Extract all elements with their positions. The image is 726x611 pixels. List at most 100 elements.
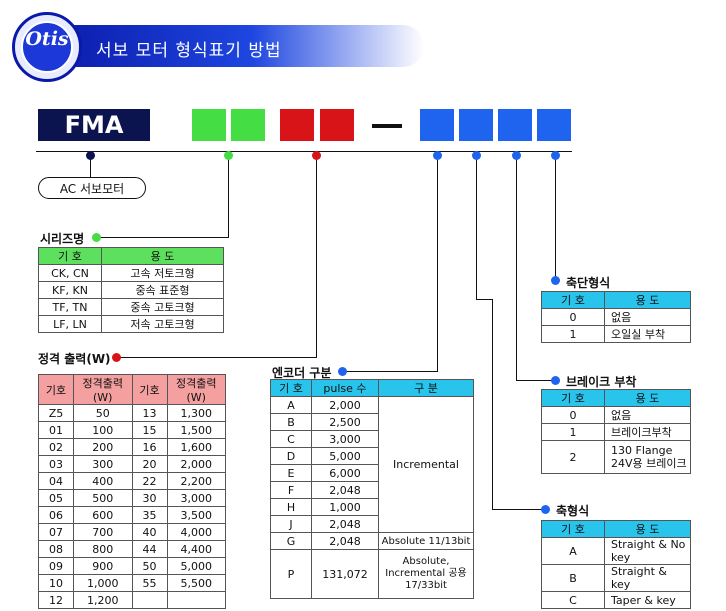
shaft-end-dot	[551, 151, 560, 160]
output-watt: 1,300	[166, 404, 226, 422]
output-code: 20	[131, 455, 168, 473]
output-watt: 500	[73, 489, 133, 507]
series-title-dot	[92, 233, 101, 242]
series-code: LF, LN	[38, 315, 102, 333]
output-watt: 700	[73, 523, 133, 541]
shaft-use: Straight & key	[604, 564, 691, 592]
brake-code: 2	[541, 440, 605, 474]
brake-header-use: 용 도	[604, 389, 691, 407]
header-banner: 서보 모터 형식표기 방법 Otis	[12, 12, 424, 82]
brake-use: 브레이크부착	[604, 423, 691, 441]
output-dot	[312, 151, 321, 160]
encoder-pulse: 2,500	[311, 413, 379, 431]
output-code: 15	[131, 421, 168, 439]
encoder-type: Absolute, Incremental 공용 17/33bit	[378, 549, 474, 599]
encoder-header-type: 구 분	[378, 379, 474, 397]
shaft-title: 축형식	[556, 504, 590, 518]
encoder-box	[420, 109, 454, 141]
shaft-code: A	[541, 537, 605, 565]
output-watt: 800	[73, 540, 133, 558]
encoder-code: P	[270, 549, 312, 599]
output-title-dot	[112, 353, 121, 362]
output-box-1	[280, 109, 314, 141]
output-watt: 1,600	[166, 438, 226, 456]
output-leader-v	[316, 156, 317, 358]
code-dash	[372, 124, 402, 128]
output-title: 정격 출력(W)	[38, 352, 111, 366]
output-watt: 50	[73, 404, 133, 422]
fma-dot	[86, 151, 95, 160]
encoder-dot	[433, 151, 442, 160]
output-code: 04	[38, 472, 74, 490]
encoder-pulse: 3,000	[311, 430, 379, 448]
series-use: 중속 표준형	[101, 281, 224, 299]
output-code: 16	[131, 438, 168, 456]
series-use: 저속 고토크형	[101, 315, 224, 333]
series-leader-h	[100, 237, 229, 238]
output-code: 05	[38, 489, 74, 507]
output-code: 55	[131, 574, 168, 592]
otis-logo: Otis	[12, 12, 82, 82]
output-watt	[166, 591, 226, 609]
series-dot	[224, 151, 233, 160]
brake-header-code: 기 호	[541, 389, 605, 407]
shaft-type-box	[459, 109, 493, 141]
output-code: 02	[38, 438, 74, 456]
brake-title-dot	[551, 376, 560, 385]
shaft-code: B	[541, 564, 605, 592]
output-code: 03	[38, 455, 74, 473]
series-header-code: 기 호	[38, 247, 102, 265]
brake-leader-v	[516, 156, 517, 381]
fma-leader	[90, 156, 91, 178]
output-code: Z5	[38, 404, 74, 422]
output-watt: 5,500	[166, 574, 226, 592]
encoder-pulse: 5,000	[311, 447, 379, 465]
output-watt: 3,000	[166, 489, 226, 507]
encoder-code: C	[270, 430, 312, 448]
output-header-watt: 정격출력(W)	[166, 374, 226, 405]
series-code: CK, CN	[38, 264, 102, 282]
encoder-header-code: 기 호	[270, 379, 312, 397]
encoder-type: Absolute 11/13bit	[378, 532, 474, 550]
brake-dot	[512, 151, 521, 160]
brake-leader-h	[516, 380, 556, 381]
encoder-title: 엔코더 구분	[272, 366, 332, 380]
shaft-end-use: 없음	[604, 308, 691, 326]
shaft-type-dot	[472, 151, 481, 160]
shaft-end-header-code: 기 호	[541, 291, 605, 309]
logo-text: Otis	[25, 28, 69, 50]
output-code	[131, 591, 168, 609]
output-watt: 5,000	[166, 557, 226, 575]
shaft-end-use: 오일실 부착	[604, 325, 691, 343]
output-leader-h	[120, 357, 317, 358]
page-title: 서보 모터 형식표기 방법	[96, 41, 282, 61]
series-box-1	[192, 109, 226, 141]
encoder-code: H	[270, 498, 312, 516]
output-watt: 300	[73, 455, 133, 473]
ac-servo-label: AC 서보모터	[38, 177, 146, 199]
encoder-code: B	[270, 413, 312, 431]
output-code: 35	[131, 506, 168, 524]
code-underline	[36, 151, 572, 152]
output-header-watt: 정격출력(W)	[73, 374, 133, 405]
output-header-code: 기호	[131, 374, 168, 405]
output-code: 12	[38, 591, 74, 609]
shaft-end-header-use: 용 도	[604, 291, 691, 309]
